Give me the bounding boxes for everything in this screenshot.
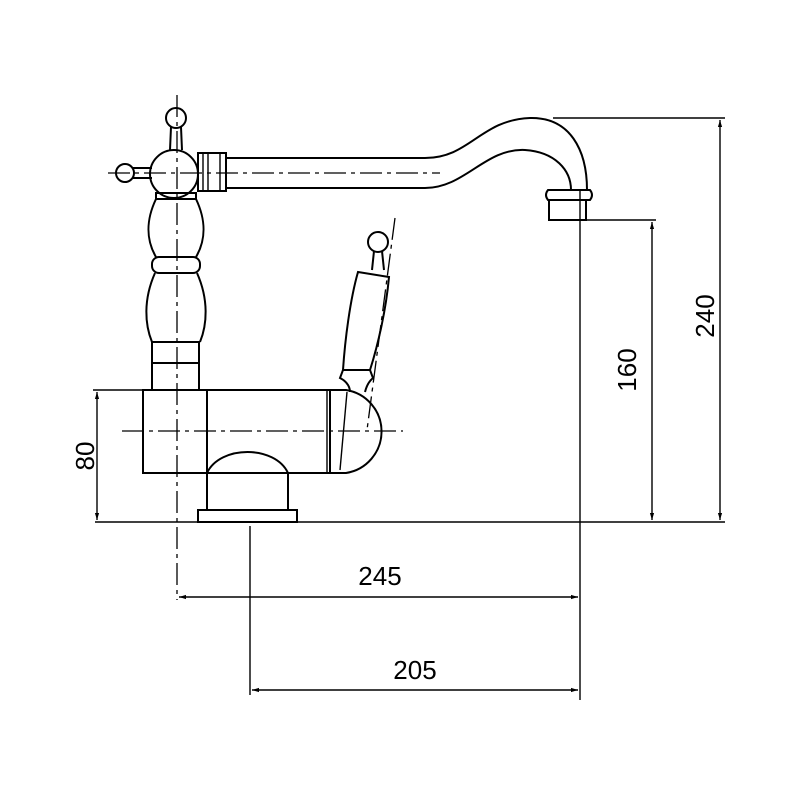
upper-bulb [147,198,205,258]
dimension-labels: 80 160 240 245 205 [70,294,720,685]
top-knob-stem [169,126,183,151]
lever-knob [367,231,389,253]
faucet-outline [115,107,593,523]
aerator-flange [545,189,593,201]
aerator [548,199,587,221]
dim-label-80: 80 [70,442,100,471]
base-plate [197,509,298,523]
dim-label-240: 240 [690,294,720,337]
side-knob-stem [133,167,152,179]
centerlines [108,95,440,600]
spout-collar [197,152,227,192]
top-knob [165,107,187,129]
lever-neck [338,369,375,393]
spout-outer [226,116,588,191]
dim-label-245: 245 [358,561,401,591]
base-column [206,451,289,510]
lower-bulb [145,272,207,343]
collar-grooves [202,153,221,191]
middle-ring [151,256,201,274]
dim-label-160: 160 [612,348,642,391]
column-stem [151,341,200,391]
spout-inner [226,148,572,191]
lever-knob-stem [371,250,385,271]
upper-ring [155,192,197,200]
lever-handle [341,270,391,371]
dimension-lines [93,117,725,700]
swivel-ball [149,149,199,199]
dim-label-205: 205 [393,655,436,685]
